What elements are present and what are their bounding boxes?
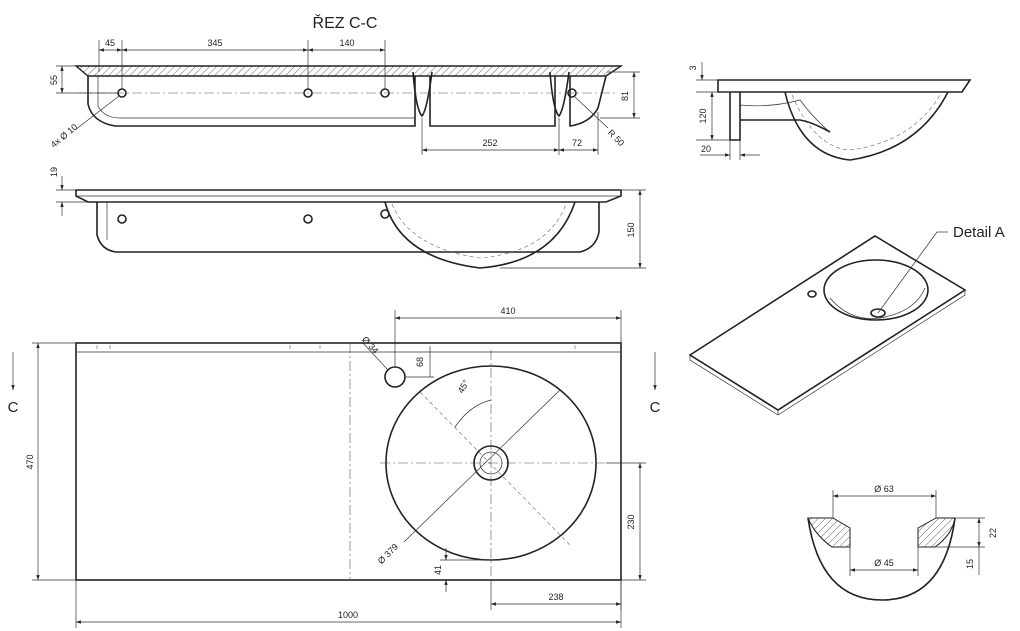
- dim-label: 45°: [456, 378, 472, 395]
- channel-right: [549, 71, 570, 118]
- iso-tap-hole: [807, 290, 817, 298]
- dim-label: 20: [701, 144, 711, 154]
- dim-label: 45: [105, 38, 115, 48]
- iso-basin: [823, 259, 929, 321]
- dim-label: Ø 379: [376, 542, 400, 566]
- dim-label: 252: [482, 138, 497, 148]
- dim-label: Ø 34: [360, 334, 380, 355]
- front-view: 19 150: [49, 167, 646, 269]
- dim-label: 22: [988, 528, 998, 538]
- countertop-outline: [75, 342, 622, 581]
- dim-label: 150: [626, 222, 636, 237]
- detail-label: Detail A: [953, 224, 1005, 241]
- dim-label: 81: [620, 91, 630, 101]
- detail-circle: [807, 517, 956, 601]
- drain-outer: [473, 445, 509, 481]
- detail-a-view: Ø 63 Ø 45 22 15: [807, 484, 998, 601]
- dim-label: R 50: [606, 128, 627, 149]
- side-bracket: [729, 92, 831, 141]
- dim-label: 345: [207, 38, 222, 48]
- dim-label: Ø 45: [874, 558, 894, 568]
- dim-label: 230: [626, 514, 636, 529]
- basin-front: [384, 201, 576, 269]
- dim-label: 238: [548, 592, 563, 602]
- detail-hatch-left: [807, 517, 851, 548]
- dim-label: Ø 63: [874, 484, 894, 494]
- bracket-front: [96, 202, 600, 253]
- section-view: 45 345 140 55 4x Ø 10 81 252 72 R 50: [49, 38, 640, 155]
- dim-label: 72: [572, 138, 582, 148]
- side-view: 3 120 20: [688, 62, 972, 161]
- dim-label: 410: [500, 306, 515, 316]
- mount-hole: [567, 88, 577, 98]
- dim-label: 1000: [338, 610, 358, 620]
- iso-drain: [870, 308, 886, 318]
- isometric-view: Detail A: [688, 224, 1005, 416]
- channel-left: [412, 71, 433, 118]
- mount-hole: [117, 214, 127, 224]
- plan-view: 45° Ø 379 Ø 34 68 410 470 230 41 238: [8, 306, 661, 628]
- side-countertop: [717, 79, 972, 93]
- mount-hole: [380, 209, 390, 219]
- detail-leader: [877, 231, 938, 314]
- dim-label: 68: [415, 357, 425, 367]
- dim-label: 3: [688, 65, 698, 70]
- section-title: ŘEZ C-C: [313, 13, 378, 32]
- drain-inner: [479, 451, 503, 475]
- dim-label: 55: [49, 75, 59, 85]
- mount-hole: [303, 214, 313, 224]
- iso-countertop: [688, 235, 967, 411]
- section-marker-left: C: [8, 399, 19, 416]
- dim-label: 41: [433, 565, 443, 575]
- dim-label: 4x Ø 10: [49, 122, 80, 150]
- dim-label: 140: [339, 38, 354, 48]
- side-basin: [784, 91, 949, 161]
- dim-label: 19: [49, 167, 59, 177]
- dim-label: 120: [698, 108, 708, 123]
- underside-bracket: [87, 75, 607, 127]
- dim-label: 15: [965, 559, 975, 569]
- countertop-section: [74, 65, 624, 77]
- dim-label: 470: [25, 454, 35, 469]
- section-marker-right: C: [650, 399, 661, 416]
